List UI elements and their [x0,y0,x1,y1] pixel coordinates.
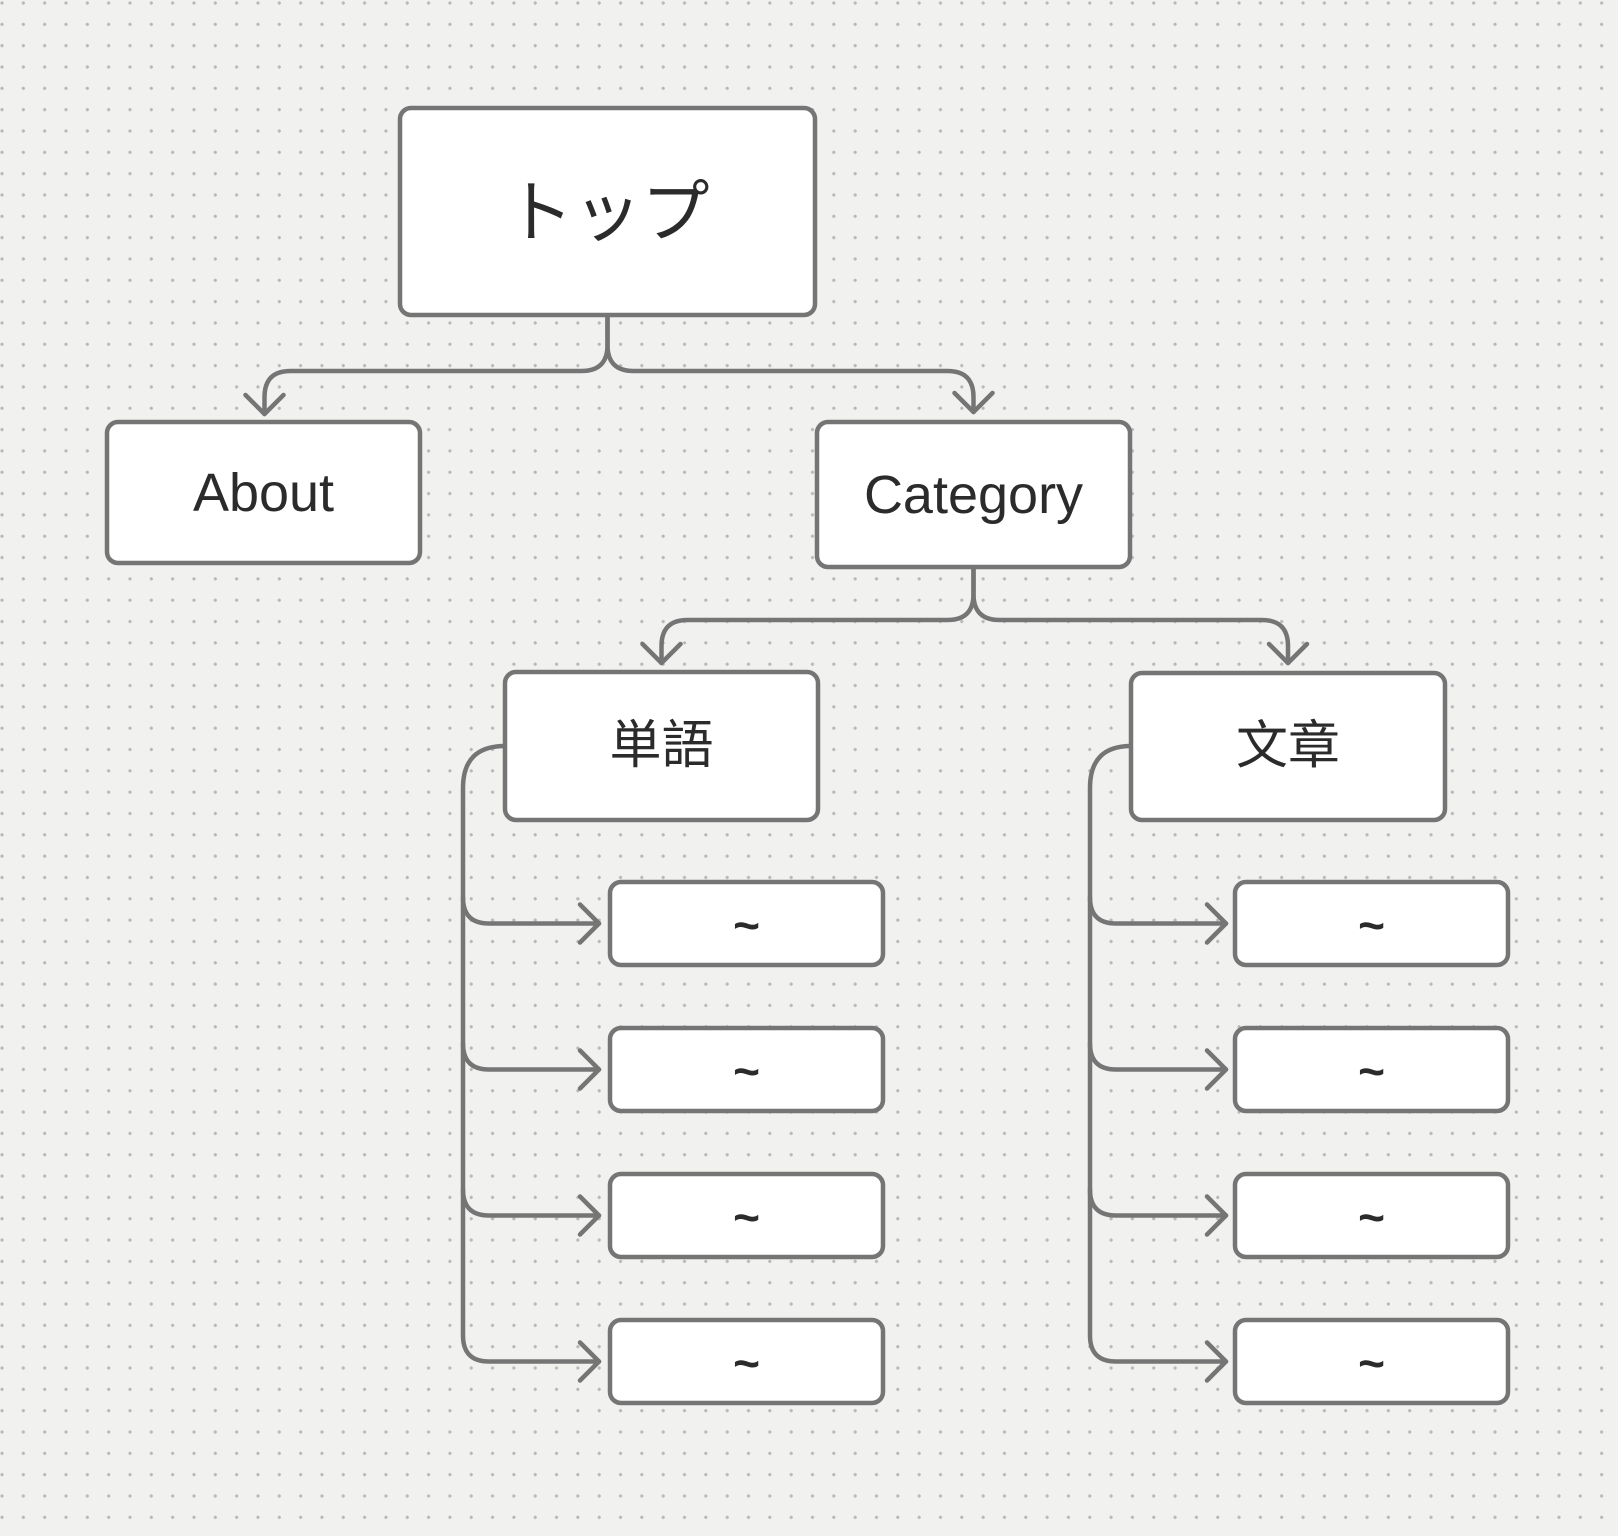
node-category[interactable]: Category [814,419,1133,570]
node-words-box[interactable] [502,669,821,823]
edge-sentences-item-2-line [1087,1041,1229,1072]
edge-words-item-2-line [460,1041,602,1072]
edge-top-about-line [262,312,610,417]
node-words[interactable]: 単語 [502,669,821,823]
edge-category-sentences-line [971,564,1291,666]
edge-category-words[interactable] [640,564,976,666]
node-word-item-1-box[interactable] [607,879,886,968]
node-about-label: About [193,463,334,523]
edge-words-item-1-line [460,895,602,926]
node-sentences-label: 文章 [1236,718,1340,776]
arrowhead-right-icon [1204,1194,1229,1237]
edge-sentences-item-2[interactable] [1087,1041,1229,1091]
node-sentence-item-4[interactable]: ~ [1232,1317,1511,1406]
edge-sentences-item-1[interactable] [1087,895,1229,945]
node-word-item-3-label: ~ [733,1191,760,1243]
node-sentences-box[interactable] [1128,670,1448,823]
arrowhead-down-icon [952,390,995,415]
edge-words-trunk-line [460,743,602,1364]
node-top[interactable]: トップ [397,105,818,318]
node-sentence-item-3-label: ~ [1358,1191,1385,1243]
node-sentence-item-1-box[interactable] [1232,879,1511,968]
node-about[interactable]: About [104,419,423,566]
node-sentence-item-2-label: ~ [1358,1045,1385,1097]
arrowhead-right-icon [1204,902,1229,945]
arrowhead-down-icon [1266,641,1310,666]
node-top-box[interactable] [397,105,818,318]
node-sentences[interactable]: 文章 [1128,670,1448,823]
edge-top-category-line [605,312,976,415]
node-sentence-item-1-label: ~ [1358,899,1385,951]
node-top-label: トップ [505,175,709,251]
arrowhead-right-icon [577,902,602,945]
edge-sentences-trunk-line [1087,743,1229,1364]
node-word-item-1[interactable]: ~ [607,879,886,968]
edge-words-item-3[interactable] [460,1187,602,1237]
edge-words-item-2[interactable] [460,1041,602,1091]
node-sentence-item-3-box[interactable] [1232,1171,1511,1260]
node-word-item-4-label: ~ [733,1337,760,1389]
node-sentence-item-4-label: ~ [1358,1337,1385,1389]
edge-words-item-4[interactable] [460,743,602,1383]
node-words-label: 単語 [609,717,713,775]
edge-top-category[interactable] [605,312,995,415]
node-word-item-4-box[interactable] [607,1317,886,1406]
node-sentence-item-2-box[interactable] [1232,1025,1511,1114]
edge-sentences-item-4[interactable] [1087,743,1229,1383]
node-word-item-2-box[interactable] [607,1025,886,1114]
edge-sentences-item-1-line [1087,895,1229,926]
edge-category-sentences[interactable] [971,564,1310,666]
node-category-box[interactable] [814,419,1133,570]
node-sentence-item-3[interactable]: ~ [1232,1171,1511,1260]
arrowhead-right-icon [1204,1048,1229,1091]
node-sentence-item-2[interactable]: ~ [1232,1025,1511,1114]
node-word-item-2-label: ~ [733,1045,760,1097]
node-sentence-item-4-box[interactable] [1232,1317,1511,1406]
arrowhead-right-icon [1204,1340,1229,1383]
node-category-label: Category [864,465,1083,525]
node-sentence-item-1[interactable]: ~ [1232,879,1511,968]
node-word-item-3[interactable]: ~ [607,1171,886,1260]
edge-sentences-item-3-line [1087,1187,1229,1218]
arrowhead-right-icon [577,1194,602,1237]
edge-category-words-line [659,564,976,666]
arrowhead-right-icon [577,1048,602,1091]
edge-words-item-3-line [460,1187,602,1218]
edge-top-about[interactable] [243,312,610,417]
node-about-box[interactable] [104,419,423,566]
edge-sentences-item-3[interactable] [1087,1187,1229,1237]
arrowhead-right-icon [577,1340,602,1383]
node-word-item-2[interactable]: ~ [607,1025,886,1114]
node-word-item-1-label: ~ [733,899,760,951]
arrowhead-down-icon [640,641,683,666]
node-word-item-4[interactable]: ~ [607,1317,886,1406]
node-word-item-3-box[interactable] [607,1171,886,1260]
edge-words-item-1[interactable] [460,895,602,945]
arrowhead-down-icon [243,392,286,417]
